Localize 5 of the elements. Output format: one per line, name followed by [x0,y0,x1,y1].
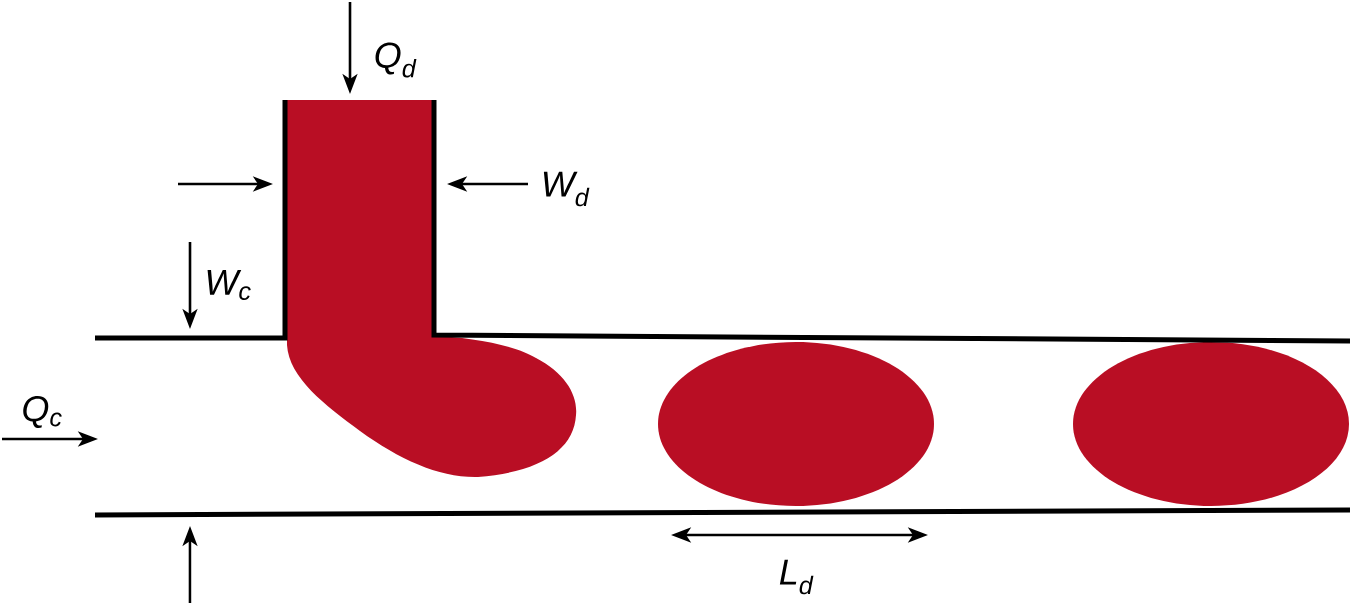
symbol-label: W$_{d}$ [543,171,590,207]
symbol-label: L$_{d}$ [779,559,814,595]
symbol-label: Q$_{d}$ [375,42,417,78]
symbol-label: W$_{c}$ [207,270,251,300]
symbol-label: Q$_{c}$ [23,396,62,428]
